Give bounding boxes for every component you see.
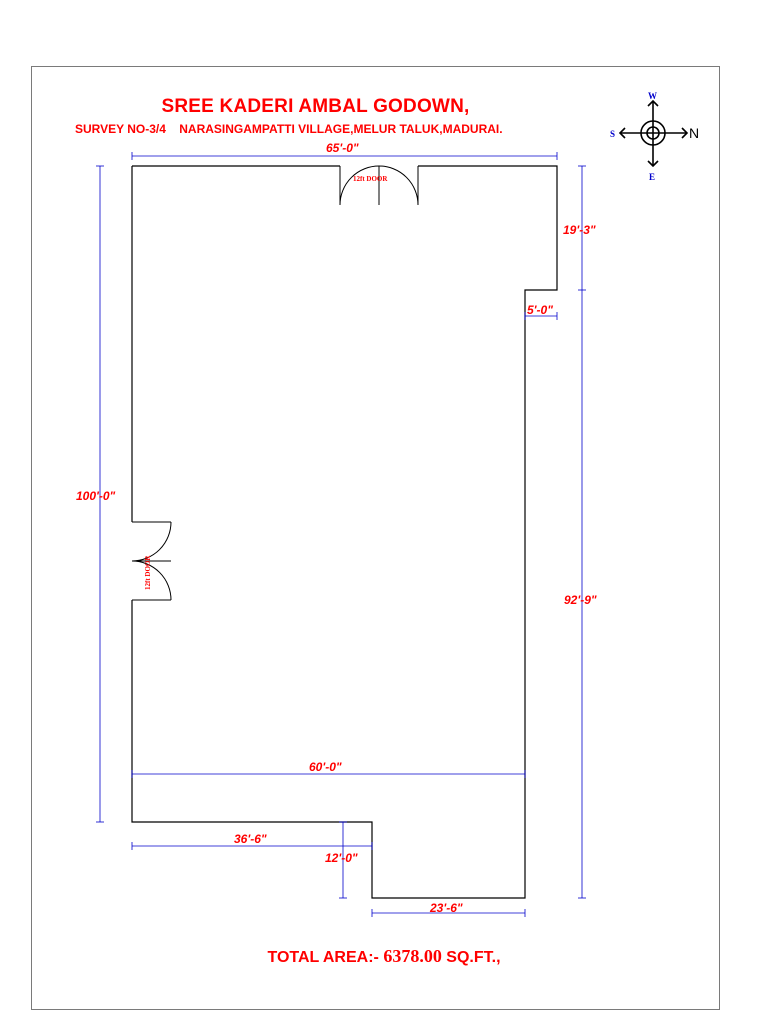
- dim-line-bottom-right: [371, 909, 526, 917]
- drawing-subtitle: SURVEY NO-3/4 NARASINGAMPATTI VILLAGE,ME…: [75, 122, 503, 136]
- dim-right-upper: 19'-3": [563, 223, 596, 237]
- dim-step: 5'-0": [527, 303, 553, 317]
- top-door: [339, 165, 419, 206]
- total-area-unit: SQ.FT.,: [446, 949, 501, 966]
- left-door-label: 12ft DOOR: [144, 555, 152, 590]
- total-area-label: TOTAL AREA:-: [267, 949, 379, 966]
- plan-outline: [131, 165, 558, 899]
- dim-line-step: [524, 312, 558, 320]
- dim-line-left-height: [96, 165, 104, 823]
- dim-line-top-width: [131, 152, 558, 160]
- total-area-value: 6378.00: [383, 946, 442, 966]
- compass: W S N E: [610, 91, 699, 182]
- drawing-title: SREE KADERI AMBAL GODOWN,: [161, 96, 470, 117]
- dim-bottom-notch: 12'-0": [325, 851, 358, 865]
- dim-line-notch: [339, 821, 347, 899]
- total-area: TOTAL AREA:- 6378.00 SQ.FT.,: [0, 946, 768, 967]
- dim-line-inner-width: [131, 770, 526, 778]
- dim-top-width: 65'-0": [326, 141, 359, 155]
- dim-inner-width: 60'-0": [309, 760, 342, 774]
- dim-bottom-left: 36'-6": [234, 832, 267, 846]
- dim-left-height: 100'-0": [76, 489, 116, 503]
- compass-icon: [618, 99, 689, 168]
- compass-left-label: S: [610, 129, 615, 139]
- dim-bottom-right: 23'-6": [429, 901, 463, 915]
- compass-top-label: W: [648, 91, 657, 101]
- compass-bottom-label: E: [649, 172, 655, 182]
- compass-right-label: N: [689, 125, 699, 141]
- top-door-label: 12ft DOOR: [353, 175, 388, 183]
- dim-right-lower: 92'-9": [564, 593, 597, 607]
- drawing-border: [31, 66, 720, 1010]
- dim-line-bottom-left: [131, 842, 373, 850]
- left-door: [131, 521, 172, 601]
- dim-line-right: [578, 165, 586, 899]
